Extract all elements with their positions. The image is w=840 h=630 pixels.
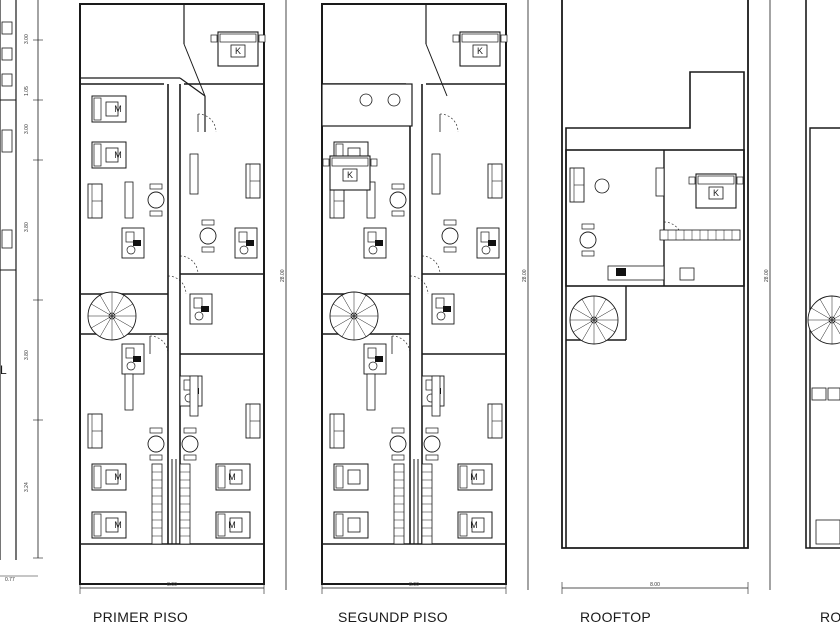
bed-label-m: M: [114, 472, 122, 482]
width-dim-label: 8.00: [409, 582, 419, 588]
bed-label-m: M: [228, 520, 236, 530]
right-partial-plan: [805, 0, 840, 549]
bed-label-k: K: [713, 188, 719, 198]
left-dimension-line: 3.00 1.05 3.00 3.80 3.80 3.24 0.77: [0, 0, 43, 583]
plan-primer-piso: K M M M M M M: [80, 4, 266, 584]
bed-label-k: K: [347, 170, 353, 180]
height-dim-label: 28.00: [280, 269, 286, 282]
height-dim-label: 28.00: [522, 269, 528, 282]
dimension-rooftop: 28.00 8.00: [561, 0, 771, 594]
dimension-segundp-piso: 28.00 8.00: [321, 0, 529, 594]
dim-label: 3.00: [24, 34, 30, 44]
plan-rooftop: K: [561, 0, 749, 549]
caption-right-partial: RO: [820, 609, 840, 625]
dim-label: 1.05: [24, 86, 30, 96]
left-partial-plan: L: [0, 0, 17, 560]
bed-label-m: M: [114, 150, 122, 160]
height-dim-label: 28.00: [764, 269, 770, 282]
dim-label: 3.24: [24, 482, 30, 492]
caption-segundp-piso: SEGUNDP PISO: [338, 609, 448, 625]
caption-primer-piso: PRIMER PISO: [93, 609, 189, 625]
dim-label: 3.00: [24, 124, 30, 134]
bed-label-m: M: [114, 104, 122, 114]
width-dim-label: 8.00: [167, 582, 177, 588]
bed-label-m: M: [228, 472, 236, 482]
bed-label-k: K: [477, 46, 483, 56]
bed-label-k: K: [235, 46, 241, 56]
plan-segundp-piso: K K M M: [322, 4, 508, 584]
dim-label: 3.80: [24, 222, 30, 232]
width-dim-label: 8.00: [650, 582, 660, 588]
dimension-primer-piso: 28.00 8.00: [79, 0, 287, 594]
bed-label-m: M: [470, 520, 478, 530]
dim-label-offset: 0.77: [5, 577, 15, 583]
bed-label-m: M: [114, 520, 122, 530]
dim-label: 3.80: [24, 350, 30, 360]
svg-text:L: L: [0, 363, 7, 377]
bed-label-m: M: [470, 472, 478, 482]
caption-rooftop: ROOFTOP: [580, 609, 652, 625]
